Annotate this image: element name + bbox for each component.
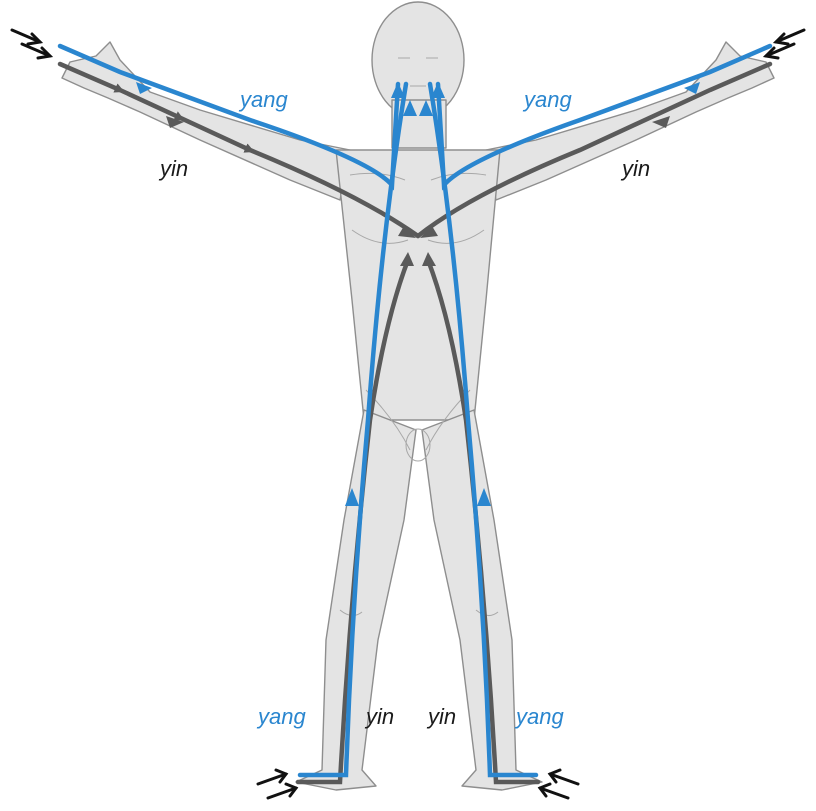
label-yang-right-leg: yang	[256, 704, 306, 729]
incoming-arrow-bottom-right	[540, 770, 578, 798]
incoming-arrow-top-left	[12, 30, 50, 58]
label-yin-left-leg: yin	[426, 704, 456, 729]
label-yang-left-leg: yang	[514, 704, 564, 729]
label-yang-right-arm: yang	[238, 87, 288, 112]
incoming-arrow-top-right	[766, 30, 804, 58]
label-yin-right-leg: yin	[364, 704, 394, 729]
incoming-arrow-bottom-left	[258, 770, 296, 798]
label-yin-left-arm: yin	[620, 156, 650, 181]
label-yang-left-arm: yang	[522, 87, 572, 112]
label-yin-right-arm: yin	[158, 156, 188, 181]
torso	[336, 150, 500, 420]
